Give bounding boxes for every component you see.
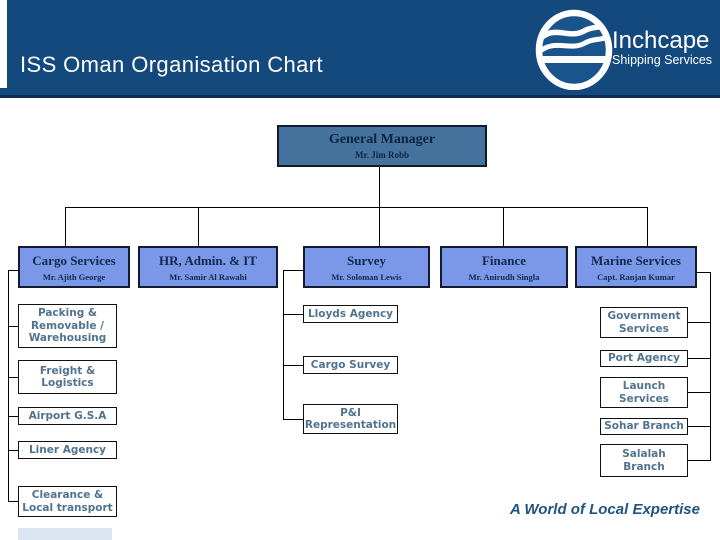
org-node-hr-admin-it: HR, Admin. & IT Mr. Samir Al Rawahi [138,246,278,288]
org-node-person: Capt. Ranjan Kumar [597,272,675,282]
org-node-general-manager: General Manager Mr. Jim Robb [277,125,487,167]
connector-line [8,270,18,271]
org-node-freight-logistics: Freight & Logistics [18,360,117,394]
org-node-packing-warehousing: Packing & Removable / Warehousing [18,304,117,348]
org-node-sohar-branch: Sohar Branch [600,418,688,435]
connector-line [283,314,303,315]
org-node-cargo-survey: Cargo Survey [303,356,398,374]
org-node-person: Mr. Jim Robb [355,150,409,160]
connector-line [379,167,380,246]
org-node-launch-services: Launch Services [600,377,688,408]
connector-line [688,426,710,427]
org-node-title: General Manager [328,132,436,147]
connector-line [688,392,710,393]
connector-line [8,326,18,327]
org-node-pni-representation: P&I Representation [303,404,398,434]
inchcape-logo: Inchcape Shipping Services [535,9,712,90]
org-node-title: Finance [481,253,527,268]
org-node-port-agency: Port Agency [600,350,688,367]
connector-line [503,207,504,246]
connector-line [65,207,66,246]
connector-line [283,270,284,419]
org-node-airport-gsa: Airport G.S.A [18,407,117,425]
connector-line [688,460,710,461]
connector-line [283,270,303,271]
org-node-salalah-branch: Salalah Branch [600,444,688,477]
org-node-cargo-services: Cargo Services Mr. Ajith George [18,246,130,288]
org-node-clearance-local-transport: Clearance & Local transport [18,486,117,517]
logo-tagline-text: Shipping Services [612,53,712,67]
org-node-title: Cargo Services [32,253,116,268]
connector-line [688,358,710,359]
connector-line [8,501,18,502]
org-node-person: Mr. Soloman Lewis [331,272,402,282]
connector-line [8,450,18,451]
header-band [0,88,720,95]
org-node-person: Mr. Samir Al Rawahi [169,272,247,282]
org-node-person: Mr. Ajith George [42,272,106,282]
header-underline [0,95,720,98]
footer-accent-band [18,528,112,540]
page-title: ISS Oman Organisation Chart [20,52,324,77]
org-node-title: Survey [347,253,386,268]
org-node-marine-services: Marine Services Capt. Ranjan Kumar [575,246,697,288]
org-node-lloyds-agency: Lloyds Agency [303,305,398,323]
connector-line [688,322,710,323]
connector-line [283,419,303,420]
connector-line [710,272,711,461]
connector-line [647,207,648,246]
org-node-survey: Survey Mr. Soloman Lewis [303,246,430,288]
connector-line [8,416,18,417]
connector-line [697,272,710,273]
org-node-person: Mr. Anirudh Singla [468,272,540,282]
org-node-government-services: Government Services [600,307,688,338]
connector-line [8,270,9,502]
connector-line [198,207,199,246]
connector-line [65,207,648,208]
logo-globe-icon [535,9,613,90]
connector-line [283,365,303,366]
footer-tagline: A World of Local Expertise [509,501,700,518]
org-node-finance: Finance Mr. Anirudh Singla [440,246,568,288]
org-node-title: Marine Services [591,253,681,268]
logo-brand-text: Inchcape [612,27,709,54]
org-node-title: HR, Admin. & IT [159,253,257,268]
org-node-liner-agency: Liner Agency [18,441,117,459]
connector-line [8,377,18,378]
